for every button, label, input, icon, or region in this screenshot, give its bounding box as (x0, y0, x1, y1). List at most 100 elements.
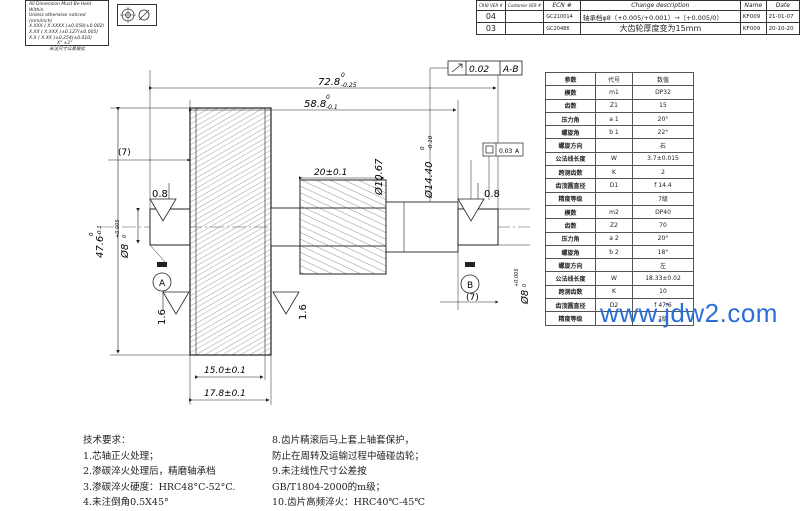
dim-body-tol-up: 0 (326, 94, 330, 101)
param-sym: 代号 (595, 71, 633, 87)
note-item: 4.未注倒角0.5X45° (83, 497, 169, 508)
note-item: 防止在周转及运输过程中磕碰齿轮； (272, 450, 425, 462)
dim-d8-right-tol-dn: 0 (522, 284, 528, 287)
tolerance-line1: All Dimension Must Be Held Within (29, 2, 92, 13)
dim-keep7-right: (7) (466, 293, 479, 303)
param-val: 15 (632, 98, 694, 113)
dim-d476-tol-up: 0 (89, 232, 95, 236)
param-name: 模数 (545, 85, 596, 100)
param-name: 精度等级 (545, 311, 596, 326)
roughness-icon (457, 198, 485, 222)
dim-body: 58.8 (304, 99, 326, 110)
watermark: www.jdw2.com (600, 298, 778, 328)
right-shaft-step (385, 201, 459, 253)
param-name: 公法线长度 (545, 271, 596, 286)
param-name: 螺旋角 (545, 244, 596, 260)
param-sym: a 1 (595, 111, 633, 127)
dim-d1440: Ø14.40 (423, 162, 435, 200)
param-val: 7级 (632, 191, 694, 206)
param-val: 7级 (632, 311, 694, 326)
param-val: 左 (632, 258, 694, 273)
note-item: 1.芯轴正火处理； (83, 450, 159, 462)
datum-b-circle (460, 274, 480, 294)
param-val: DP32 (632, 85, 694, 100)
dim-w15: 15.0±0.1 (204, 366, 246, 376)
rev-header: ECN # (543, 0, 581, 11)
large-gear (189, 107, 272, 356)
param-name: 螺旋方向 (545, 138, 596, 153)
tolerance-block: All Dimension Must Be Held Within Unless… (25, 0, 109, 52)
param-sym: b 2 (595, 244, 633, 260)
tolerance-row: X.XX ( X.XXX )±0.127(±0.005) (29, 29, 99, 35)
technical-notes-right: 8.齿片精滚后马上套上轴套保护， 防止在周转及运输过程中磕碰齿轮； 9.未注线性… (272, 433, 472, 511)
runout-ref: A-B (502, 65, 519, 75)
param-sym: W (595, 271, 633, 286)
flatness-ref: A (515, 148, 520, 155)
param-sym: Z2 (595, 218, 633, 233)
param-name: 齿数 (545, 218, 596, 233)
dim-d8-right: Ø8 (519, 290, 531, 305)
rough-08-left: 0.8 (152, 189, 168, 200)
param-name: 压力角 (545, 231, 596, 246)
note-item: 2.渗碳淬火处理后，精磨轴承档 (83, 466, 216, 477)
param-val: 数值 (632, 71, 694, 87)
dim-pinion-len: 20±0.1 (314, 168, 347, 178)
param-sym: a 2 (595, 231, 633, 246)
tolerance-row: 未注尺寸公差按此 (49, 46, 85, 52)
param-row: 精度等级 7级 (545, 191, 694, 206)
param-val: DP40 (632, 204, 694, 220)
dim-d476: 47.6 (95, 236, 106, 258)
roughness-icon (162, 291, 190, 315)
dim-body-tol-dn: -0.1 (326, 104, 338, 111)
roughness-icon (272, 291, 300, 315)
revision-table: CRN/ VER # Customer VER # ECN # Change d… (476, 0, 800, 35)
param-val: 22° (632, 125, 694, 140)
dim-overall: 72.8 (318, 77, 340, 88)
runout-arrow-icon (451, 63, 463, 73)
param-name: 齿顶圆直径 (545, 178, 596, 193)
param-name: 跨测齿数 (545, 165, 596, 180)
param-sym: K (595, 284, 633, 300)
tolerance-row: X.X ( X.XX )±0.254(±0.010) (29, 35, 92, 41)
param-name: 齿顶圆直径 (545, 298, 596, 313)
param-val: 70 (632, 218, 694, 233)
param-sym: b 1 (595, 125, 633, 140)
rev-name: KF009 (739, 22, 767, 35)
param-val: 20° (632, 231, 694, 246)
rev-header: Change description (579, 0, 741, 11)
param-row: 螺旋方向 右 (545, 138, 694, 153)
roughness-icon (149, 198, 177, 222)
note-item: 9.未注线性尺寸公差按 (272, 466, 367, 477)
runout-frame (447, 60, 523, 76)
note-item: 8.齿片精滚后马上套上轴套保护， (272, 435, 415, 446)
rev-header: Name (739, 0, 767, 11)
rough-16-right: 1.6 (298, 304, 309, 320)
rev-desc: 轴承档φ8（+0.005/+0.001）→（+0.005/0） (579, 10, 741, 23)
datum-a-circle (152, 272, 172, 292)
param-sym (595, 191, 633, 206)
tolerance-row: X.XXX ( X.XXXX )±0.050(±0.002) (29, 24, 105, 30)
param-sym: D1 (595, 178, 633, 193)
param-val: 18.33±0.02 (632, 271, 694, 286)
rough-08-right: 0.8 (484, 189, 500, 200)
left-shaft (149, 208, 191, 246)
note-item: 10.齿片高频淬火：HRC40℃-45℃ (272, 497, 425, 508)
rev-name: KF009 (739, 10, 767, 23)
gear-shaft-drawing: 72.8 0 -0.25 58.8 0 -0.1 (7) 20±0.1 Ø10.… (89, 60, 531, 405)
technical-notes: 技术要求： 1.芯轴正火处理； 2.渗碳淬火处理后，精磨轴承档 3.渗碳淬火硬度… (83, 433, 243, 511)
param-sym (595, 258, 633, 273)
param-name: 模数 (545, 204, 596, 220)
param-val: 右 (632, 138, 694, 153)
param-sym: K (595, 165, 633, 180)
projection-symbol (117, 4, 157, 26)
param-name: 螺旋方向 (545, 258, 596, 273)
param-name: 精度等级 (545, 191, 596, 206)
